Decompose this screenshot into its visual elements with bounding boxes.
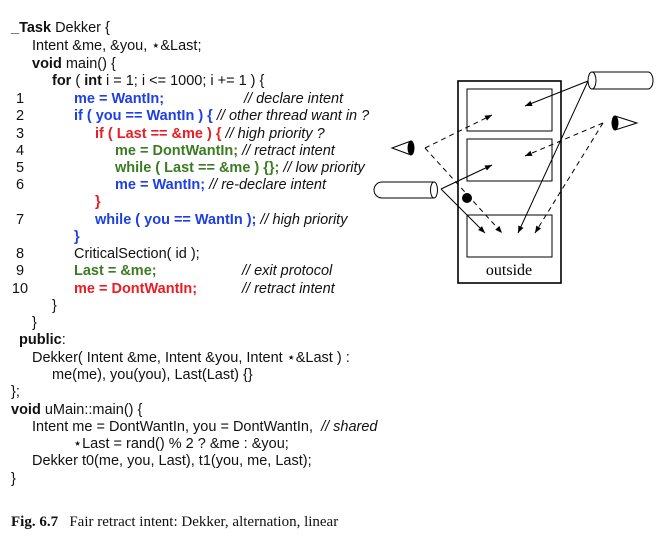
brace: }: [74, 229, 80, 245]
line-number: 5: [15, 160, 25, 176]
code-line-5: while ( Last == &me ) {}; // low priorit…: [115, 159, 365, 177]
close-for: }: [52, 298, 57, 314]
umain-declaration: void uMain::main() {: [11, 401, 142, 419]
main-declaration: void main() {: [32, 55, 116, 73]
int-keyword: int: [84, 73, 102, 89]
public-keyword: public: [19, 332, 62, 348]
figure-caption: Fig. 6.7 Fair retract intent: Dekker, al…: [11, 514, 338, 531]
region-box-middle: [466, 138, 553, 182]
task-declaration: _Task Dekker {: [11, 19, 110, 37]
line-number: 8: [15, 246, 25, 262]
code-statement: me = DontWantIn;: [74, 281, 198, 297]
close-brace-if-you: }: [74, 228, 80, 246]
shared-decl: Intent me = DontWantIn, you = DontWantIn…: [32, 419, 314, 435]
close-main: }: [32, 315, 37, 331]
code-statement: while ( Last == &me ) {};: [115, 160, 280, 176]
for-rest: i = 1; i <= 1000; i += 1 ) {: [101, 73, 265, 89]
arrow-dashed: [424, 147, 503, 234]
brace: }: [95, 194, 101, 210]
colon: :: [61, 332, 66, 348]
caption-text: Fair retract intent: Dekker, alternation…: [69, 514, 339, 530]
line-number: 6: [15, 177, 25, 193]
void-keyword: void: [11, 402, 41, 418]
code-statement: if ( Last == &me ) {: [95, 126, 222, 142]
void-keyword: void: [32, 56, 62, 72]
token-dot: [462, 193, 472, 203]
close-task: };: [11, 384, 20, 400]
code-statement: me = DontWantIn;: [115, 143, 239, 159]
cylinder-thread-left: [373, 181, 438, 199]
region-box-bottom: [466, 214, 553, 258]
code-comment: // declare intent: [244, 90, 343, 108]
code-line-10: me = DontWantIn;: [74, 280, 197, 298]
line-number: 1: [15, 91, 25, 107]
eye-icon-left: [390, 140, 415, 156]
arrow-solid: [517, 80, 589, 234]
arrow-solid: [440, 164, 493, 190]
comment-text: // high priority ?: [225, 126, 325, 142]
comment-text: // exit protocol: [242, 263, 333, 279]
code-line-2: if ( you == WantIn ) { // other thread w…: [74, 107, 369, 125]
eye-icon-right: [611, 115, 639, 131]
outer-region: [457, 80, 562, 284]
for-loop-line: for ( int i = 1; i <= 1000; i += 1 ) {: [52, 72, 264, 90]
code-line-4: me = DontWantIn; // retract intent: [115, 142, 335, 160]
line-number: 10: [11, 281, 29, 297]
fields-line: Intent &me, &you, ⋆&Last;: [32, 38, 202, 54]
public-label: public:: [19, 331, 66, 349]
outside-label: outside: [486, 262, 532, 279]
line-number: 4: [15, 143, 25, 159]
code-comment: // retract intent: [242, 280, 335, 298]
code-line-7: while ( you == WantIn ); // high priorit…: [95, 211, 347, 229]
umain-line-3: Dekker t0(me, you, Last), t1(you, me, La…: [32, 453, 312, 469]
code-statement: while ( you == WantIn );: [95, 212, 257, 228]
comment-text: // other thread want in ?: [216, 108, 370, 124]
comment-text: // retract intent: [242, 281, 335, 297]
umain-line-1: Intent me = DontWantIn, you = DontWantIn…: [32, 418, 378, 436]
cylinder-thread-right: [587, 71, 654, 90]
caption-label: Fig. 6.7: [11, 514, 59, 530]
comment-text: // low priority: [283, 160, 365, 176]
code-line-3: if ( Last == &me ) { // high priority ?: [95, 125, 325, 143]
for-open: (: [71, 73, 85, 89]
umain-signature: uMain::main() {: [40, 402, 143, 418]
arrow-dashed: [424, 114, 493, 149]
code-statement: me = WantIn;: [74, 91, 165, 107]
code-line-8: CriticalSection( id );: [74, 246, 200, 262]
code-statement: if ( you == WantIn ) {: [74, 108, 213, 124]
comment-text: // retract intent: [242, 143, 335, 159]
code-statement: me = WantIn;: [115, 177, 206, 193]
comment-text: // high priority: [260, 212, 348, 228]
line-number: 3: [15, 126, 25, 142]
close-brace-if-last: }: [95, 193, 101, 211]
close-umain: }: [11, 471, 16, 487]
main-signature: main() {: [61, 56, 116, 72]
region-box-top: [466, 88, 553, 132]
line-number: 2: [15, 108, 25, 124]
arrow-dashed: [534, 122, 604, 234]
code-line-6: me = WantIn; // re-declare intent: [115, 176, 326, 194]
arrow-solid: [440, 188, 486, 234]
line-number: 7: [15, 212, 25, 228]
line-number: 9: [15, 263, 25, 279]
code-line-9: Last = &me;: [74, 262, 157, 280]
comment-text: // re-declare intent: [209, 177, 327, 193]
task-keyword: _Task: [11, 20, 52, 36]
comment-text: // shared: [321, 419, 378, 435]
code-comment: // exit protocol: [242, 262, 332, 280]
arrow-solid: [524, 80, 589, 107]
code-statement: Last = &me;: [74, 263, 157, 279]
task-name: Dekker {: [51, 20, 110, 36]
for-keyword: for: [52, 73, 72, 89]
constructor-line-1: Dekker( Intent &me, Intent &you, Intent …: [32, 350, 350, 366]
code-line-1: me = WantIn;: [74, 90, 164, 108]
constructor-line-2: me(me), you(you), Last(Last) {}: [52, 367, 253, 383]
umain-line-2: ⋆Last = rand() % 2 ? &me : &you;: [73, 436, 289, 452]
comment-text: // declare intent: [244, 91, 344, 107]
